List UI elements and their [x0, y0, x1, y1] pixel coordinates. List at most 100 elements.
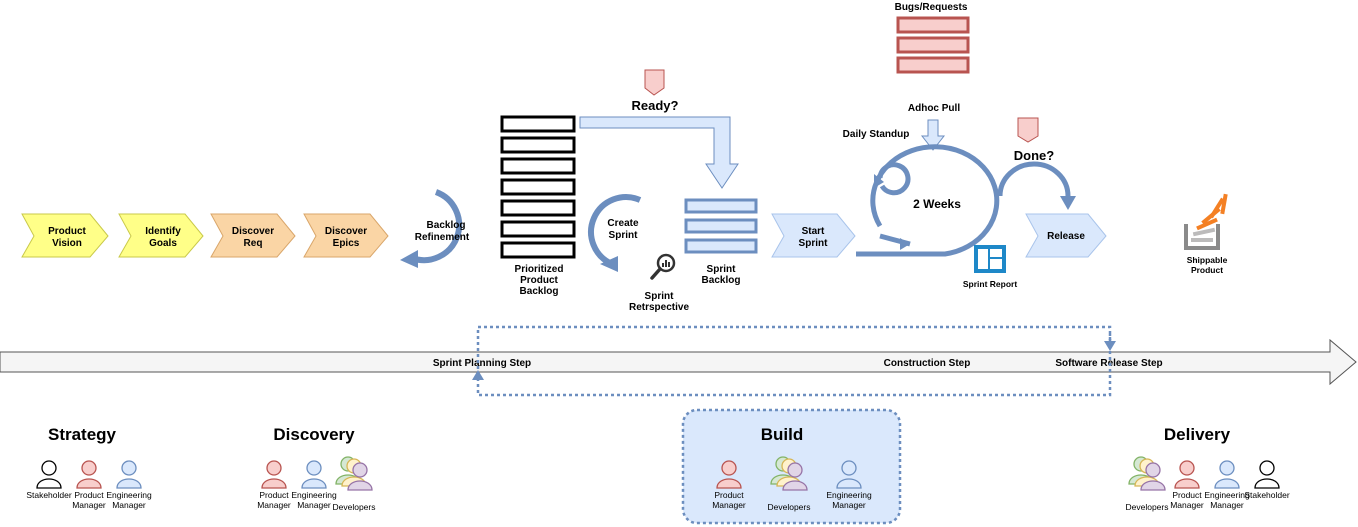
person-label-line2: Manager: [712, 500, 746, 510]
svg-text:Discover: Discover: [325, 226, 367, 237]
person-label: Product: [74, 490, 104, 500]
stage-product-vision: Product Vision: [21, 213, 109, 258]
person-label: Developers: [1126, 502, 1169, 512]
sprint-cycle: 2 Weeks Daily Standup Done?: [843, 117, 1076, 257]
svg-text:Goals: Goals: [149, 238, 177, 249]
person-label: Developers: [768, 502, 811, 512]
svg-text:Create: Create: [607, 218, 639, 229]
svg-text:Retrspective: Retrspective: [629, 302, 689, 313]
start-sprint-stage: Start Sprint: [771, 213, 856, 258]
person-icon: [116, 460, 142, 489]
done-label: Done?: [1014, 148, 1055, 163]
svg-text:Release: Release: [1047, 231, 1085, 242]
svg-text:Identify: Identify: [145, 226, 181, 237]
person-icon: [836, 460, 862, 489]
person-icon: [716, 460, 742, 489]
person-label: Product: [714, 490, 744, 500]
person-label-line2: Manager: [1170, 500, 1204, 510]
svg-text:Product: Product: [520, 275, 558, 286]
done-flag-icon: [1017, 117, 1039, 143]
developers-group-icon: [1128, 456, 1166, 491]
sprint-backlog: Sprint Backlog: [684, 198, 758, 286]
phase-title: Discovery: [273, 425, 355, 444]
svg-text:Backlog: Backlog: [520, 286, 559, 297]
person-label: Product: [1172, 490, 1202, 500]
ready-label: Ready?: [632, 98, 679, 113]
developers-group-icon: [770, 456, 808, 491]
stage-discover-epics: Discover Epics: [303, 213, 389, 258]
person-icon: [1174, 460, 1200, 489]
person-label: Stakeholder: [1244, 490, 1290, 500]
retrospective-magnifier-icon: [650, 253, 676, 280]
person-icon: [36, 460, 62, 489]
timeline-arrow: Sprint Planning Step Construction Step S…: [0, 338, 1357, 386]
construction-step-label: Construction Step: [884, 358, 971, 369]
stage-chevron: [303, 213, 389, 258]
person-label: Engineering: [291, 490, 337, 500]
person-label-line2: Manager: [1210, 500, 1244, 510]
person-label: Engineering: [1204, 490, 1250, 500]
person-icon: [1214, 460, 1240, 489]
stage-discover-req: Discover Req: [210, 213, 296, 258]
prioritized-product-backlog: Prioritized Product Backlog: [500, 115, 576, 297]
person-label: Stakeholder: [26, 490, 72, 500]
svg-text:Vision: Vision: [52, 238, 82, 249]
sprint-retrospective-label: Sprint: [645, 291, 675, 302]
person-label-line2: Manager: [72, 500, 106, 510]
developers-group-icon: [335, 456, 373, 491]
stage-chevron: [21, 213, 109, 258]
person-label-line2: Manager: [112, 500, 146, 510]
create-sprint-loop: Create Sprint: [588, 194, 642, 272]
adhoc-pull-label: Adhoc Pull: [908, 103, 960, 114]
release-stage: Release: [1025, 213, 1107, 258]
bugs-requests-stack: Bugs/Requests Adhoc Pull: [895, 2, 970, 151]
person-icon: [76, 460, 102, 489]
stage-identify-goals: Identify Goals: [118, 213, 204, 258]
svg-text:Req: Req: [244, 238, 263, 249]
svg-text:Product: Product: [48, 226, 86, 237]
ready-flow: Ready?: [579, 69, 739, 189]
person-label: Engineering: [106, 490, 152, 500]
svg-text:Product: Product: [1191, 265, 1223, 275]
svg-text:Sprint: Sprint: [707, 264, 737, 275]
shippable-product-label: Shippable: [1187, 255, 1228, 265]
sprint-report-label: Sprint Report: [963, 279, 1017, 289]
phase-discovery: DiscoveryProductManagerEngineeringManage…: [257, 425, 375, 512]
two-weeks-label: 2 Weeks: [913, 197, 961, 211]
person-label-line2: Manager: [297, 500, 331, 510]
svg-text:Sprint: Sprint: [609, 230, 639, 241]
backlog-refinement-loop: Backlog Refinement: [400, 189, 470, 268]
person-icon: [1254, 460, 1280, 489]
person-label-line2: Manager: [832, 500, 866, 510]
phase-title: Build: [761, 425, 804, 444]
svg-text:Backlog: Backlog: [427, 220, 466, 231]
person-icon: [261, 460, 287, 489]
daily-standup-label: Daily Standup: [843, 129, 910, 140]
svg-text:Prioritized: Prioritized: [515, 264, 564, 275]
svg-text:Bugs/Requests: Bugs/Requests: [895, 2, 968, 13]
stage-chevron: [118, 213, 204, 258]
svg-text:Discover: Discover: [232, 226, 274, 237]
person-label: Developers: [333, 502, 376, 512]
phase-title: Strategy: [48, 425, 117, 444]
svg-text:Epics: Epics: [333, 238, 360, 249]
shippable-product-icon: [1184, 193, 1228, 250]
svg-text:Backlog: Backlog: [702, 275, 741, 286]
sprint-report-icon: [974, 245, 1006, 273]
stage-chevron: [210, 213, 296, 258]
phase-title: Delivery: [1164, 425, 1231, 444]
phase-delivery: DeliveryDevelopersProductManagerEngineer…: [1126, 425, 1290, 512]
svg-text:Start: Start: [802, 226, 825, 237]
person-icon: [301, 460, 327, 489]
person-label: Product: [259, 490, 289, 500]
ready-flag-icon: [644, 69, 665, 96]
sprint-planning-step-label: Sprint Planning Step: [433, 358, 531, 369]
iteration-loop: [472, 325, 1116, 397]
svg-text:Refinement: Refinement: [415, 232, 470, 243]
person-label-line2: Manager: [257, 500, 291, 510]
person-label: Engineering: [826, 490, 872, 500]
